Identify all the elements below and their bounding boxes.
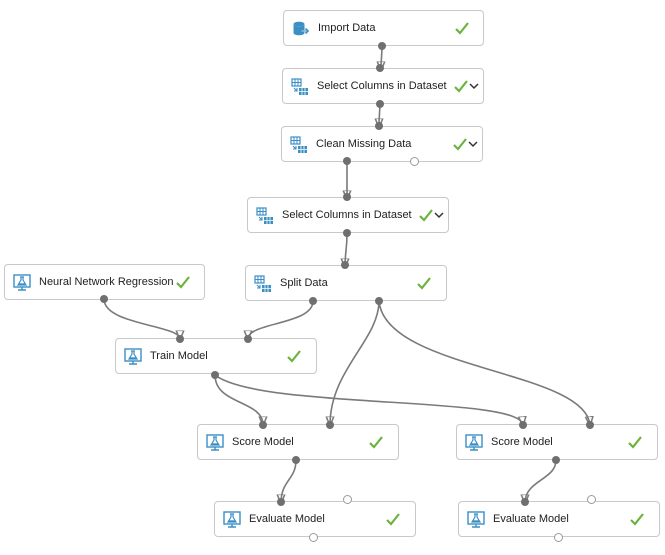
module-select-columns-1[interactable]: Select Columns in Dataset — [282, 68, 484, 104]
table-transform-icon — [291, 78, 308, 95]
status-check-icon — [455, 22, 469, 35]
status-check-icon — [630, 513, 644, 526]
input-port-unconnected[interactable] — [586, 494, 596, 504]
module-import-data[interactable]: Import Data — [283, 10, 484, 46]
output-port[interactable] — [100, 295, 108, 303]
module-split-data[interactable]: Split Data — [245, 265, 447, 301]
module-train-model[interactable]: Train Model — [115, 338, 317, 374]
flask-monitor-icon — [223, 511, 241, 528]
module-label: Select Columns in Dataset — [282, 209, 412, 221]
input-port-unconnected[interactable] — [342, 494, 352, 504]
flask-monitor-icon — [124, 348, 142, 365]
status-check-icon — [287, 350, 301, 363]
output-port-unconnected[interactable] — [409, 156, 419, 166]
input-port[interactable] — [341, 261, 349, 269]
status-check-icon — [628, 436, 642, 449]
connector-train-to-score1 — [214, 374, 263, 425]
status-check-icon — [454, 80, 468, 93]
table-transform-icon — [256, 207, 273, 224]
input-port[interactable] — [519, 421, 527, 429]
input-port[interactable] — [326, 421, 334, 429]
connector-train-to-score2 — [214, 374, 523, 425]
status-check-icon — [453, 138, 467, 151]
output-port[interactable] — [552, 456, 560, 464]
connector-split-to-train — [248, 300, 314, 339]
module-neural-network-regression[interactable]: Neural Network Regression — [4, 264, 205, 300]
module-label: Split Data — [280, 277, 328, 289]
output-port-unconnected[interactable] — [553, 532, 563, 542]
module-score-model-1[interactable]: Score Model — [197, 424, 399, 460]
database-icon — [293, 21, 310, 36]
status-check-icon — [419, 209, 433, 222]
module-score-model-2[interactable]: Score Model — [456, 424, 658, 460]
module-label: Score Model — [232, 436, 294, 448]
output-port[interactable] — [375, 297, 383, 305]
input-port[interactable] — [244, 335, 252, 343]
output-port[interactable] — [343, 229, 351, 237]
status-check-icon — [369, 436, 383, 449]
connector-score2-to-evaluate2 — [525, 459, 557, 503]
module-label: Select Columns in Dataset — [317, 80, 447, 92]
module-clean-missing-data[interactable]: Clean Missing Data — [281, 126, 483, 162]
output-port[interactable] — [343, 157, 351, 165]
module-label: Evaluate Model — [493, 513, 569, 525]
table-transform-icon — [290, 136, 307, 153]
module-label: Score Model — [491, 436, 553, 448]
input-port[interactable] — [586, 421, 594, 429]
input-port[interactable] — [176, 335, 184, 343]
chevron-down-icon[interactable] — [469, 81, 479, 91]
input-port[interactable] — [277, 498, 285, 506]
flask-monitor-icon — [13, 274, 31, 291]
module-label: Train Model — [150, 350, 208, 362]
module-label: Evaluate Model — [249, 513, 325, 525]
connector-split-to-score1 — [330, 300, 380, 425]
chevron-down-icon[interactable] — [434, 210, 444, 220]
connector-split-to-score2 — [378, 300, 590, 425]
output-port-unconnected[interactable] — [308, 532, 318, 542]
flask-monitor-icon — [206, 434, 224, 451]
output-port[interactable] — [378, 42, 386, 50]
input-port[interactable] — [375, 122, 383, 130]
chevron-down-icon[interactable] — [468, 139, 478, 149]
connector-score1-to-evaluate1 — [281, 459, 297, 503]
module-evaluate-model-1[interactable]: Evaluate Model — [214, 501, 416, 537]
output-port[interactable] — [211, 371, 219, 379]
status-check-icon — [417, 277, 431, 290]
status-check-icon — [386, 513, 400, 526]
input-port[interactable] — [343, 193, 351, 201]
module-label: Clean Missing Data — [316, 138, 412, 150]
module-label: Import Data — [318, 22, 376, 34]
input-port[interactable] — [521, 498, 529, 506]
input-port[interactable] — [376, 64, 384, 72]
flask-monitor-icon — [467, 511, 485, 528]
connector-neural-to-train — [103, 298, 180, 339]
output-port[interactable] — [309, 297, 317, 305]
flask-monitor-icon — [465, 434, 483, 451]
table-transform-icon — [254, 275, 271, 292]
status-check-icon — [176, 276, 190, 289]
module-label: Neural Network Regression — [39, 276, 174, 288]
module-select-columns-2[interactable]: Select Columns in Dataset — [247, 197, 449, 233]
output-port[interactable] — [292, 456, 300, 464]
module-evaluate-model-2[interactable]: Evaluate Model — [458, 501, 660, 537]
output-port[interactable] — [376, 100, 384, 108]
input-port[interactable] — [259, 421, 267, 429]
